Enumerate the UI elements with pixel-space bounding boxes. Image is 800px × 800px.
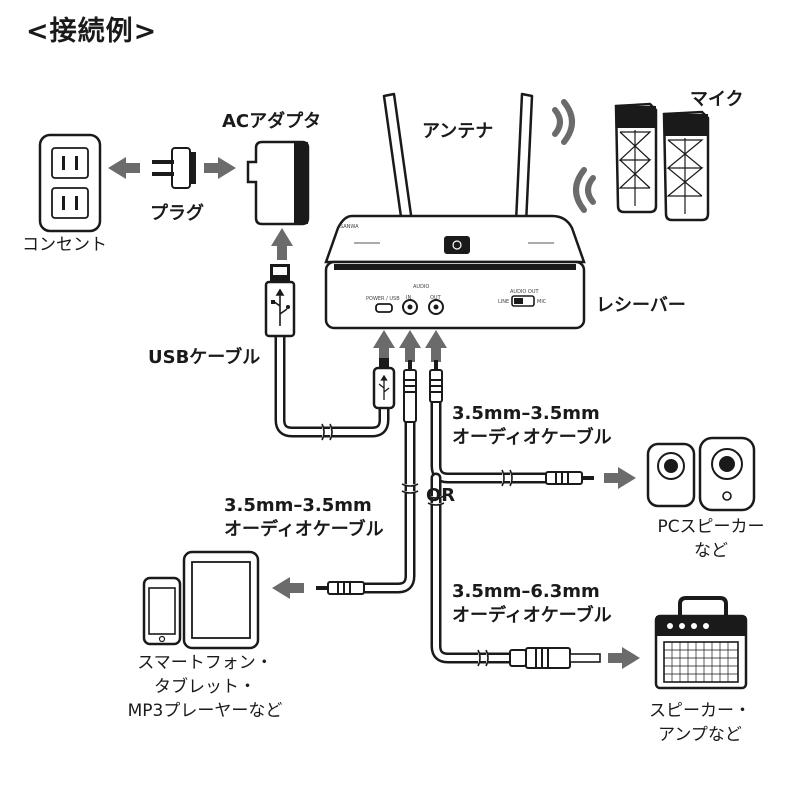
outlet-label: コンセント [22,235,107,255]
port-out-label: OUT [430,295,441,301]
ac-adapter-label: ACアダプタ [222,111,322,132]
receiver-device [324,214,586,330]
antenna-label: アンテナ [422,121,494,142]
switch-line-label: LINE [498,299,510,305]
brand-logo-text: SANWA [340,224,359,230]
cable-in-label-2: オーディオケーブル [224,519,384,540]
usb-cable [274,329,390,438]
usb-cable-label: USBケーブル [148,347,261,368]
usb-c-to-receiver-arrow [373,330,395,362]
audio-in-arrow [399,330,421,362]
page-title: <接続例> [26,16,158,47]
plug-to-adapter-arrow [204,157,236,179]
usb-c-connector-icon [372,358,396,410]
usb-a-connector-icon [264,264,296,338]
smartphone-icon [142,576,182,646]
antenna-icons [382,92,534,226]
plug-label: プラグ [150,203,204,224]
cables [274,329,556,664]
cable-in-label-1: 3.5mm–3.5mm [224,495,372,516]
ac-adapter-icon [246,140,310,226]
sources-label-1: スマートフォン・ [137,653,273,673]
port-in-label: IN [406,295,412,301]
pc-speaker-icon [646,436,756,512]
or-label: OR [426,485,456,506]
mic-label: マイク [690,89,744,110]
microphone-icon [614,102,710,222]
switch-audio-out-label: AUDIO OUT [510,289,539,295]
wireless-signal-icon [552,99,596,213]
audio-jack-icon [545,471,594,485]
cable-break-marks [321,423,513,667]
port-power-label: POWER / USB [366,296,400,302]
cable-out-label-1: 3.5mm–3.5mm [452,403,600,424]
sources-label-2: タブレット・ [154,677,256,697]
to-tablet-arrow [272,577,304,599]
sources-label-3: MP3プレーヤーなど [127,701,283,721]
pc-speaker-label-2: など [694,541,728,561]
receiver-label: レシーバー [596,295,686,316]
to-pc-speaker-arrow [604,467,636,489]
audio-jack-icon [403,360,443,423]
power-outlet-icon [38,133,102,233]
cable-63-label-2: オーディオケーブル [452,605,612,626]
port-audio-label: AUDIO [413,284,430,290]
amplifier-icon [654,596,748,690]
cable-out-label-2: オーディオケーブル [452,427,612,448]
audio-jack-icon [509,647,601,669]
tablet-icon [182,550,260,650]
speaker-amp-label-1: スピーカー・ [649,701,751,721]
plug-to-outlet-arrow [108,157,140,179]
plug-icon [152,147,196,189]
audio-jack-icon [316,581,365,595]
to-amp-arrow [608,647,640,669]
cable-63-label-1: 3.5mm–6.3mm [452,581,600,602]
speaker-amp-label-2: アンプなど [658,725,742,745]
usb-to-adapter-arrow [271,228,293,260]
pc-speaker-label-1: PCスピーカー [657,517,765,537]
switch-mic-label: MIC [537,299,547,305]
audio-out-arrow [425,330,447,362]
